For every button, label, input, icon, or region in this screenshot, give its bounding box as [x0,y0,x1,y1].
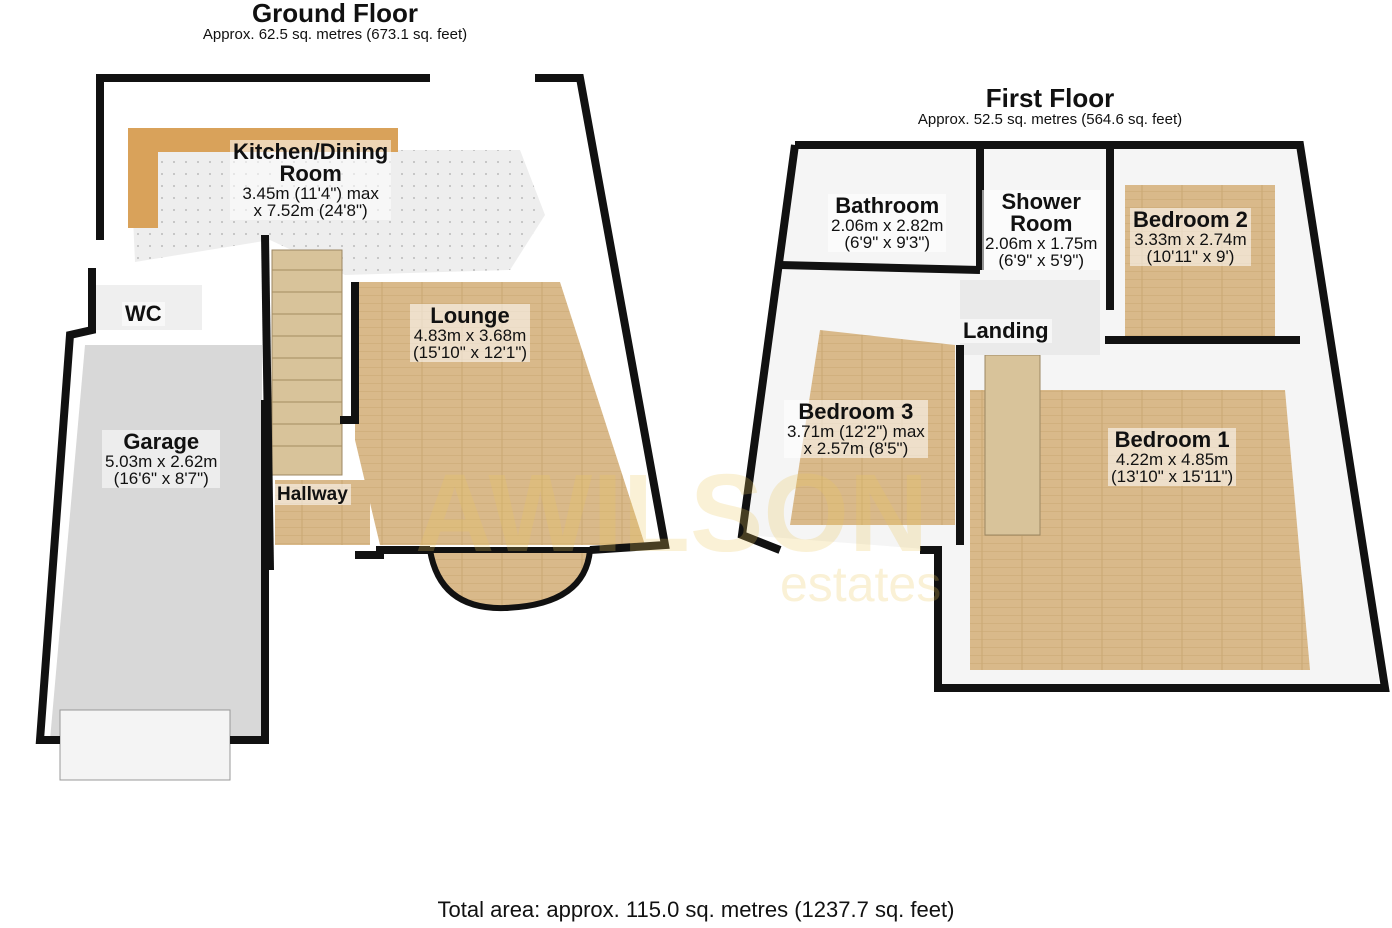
room-label-hallway: Hallway [274,484,351,505]
garage-door [59,709,231,781]
ground-floor-area: Approx. 62.5 sq. metres (673.1 sq. feet) [202,26,468,44]
staircase [271,249,343,476]
first-floor-title: First Floor [985,83,1115,113]
room-label-wc: WC [122,302,165,326]
watermark-sub: estates [780,556,942,612]
first-floor-area: Approx. 52.5 sq. metres (564.6 sq. feet) [917,111,1183,129]
garage-floor [50,345,262,740]
room-label-garage: Garage 5.03m x 2.62m (16'6" x 8'7") [102,430,221,488]
ground-floor-title: Ground Floor [251,0,419,28]
room-label-lounge: Lounge 4.83m x 3.68m (15'10" x 12'1") [410,304,531,362]
room-label-bedroom-1: Bedroom 1 4.22m x 4.85m (13'10" x 15'11"… [1108,428,1237,486]
room-label-kitchen: Kitchen/Dining Room 3.45m (11'4") max x … [230,140,392,220]
room-label-bedroom-3: Bedroom 3 3.71m (12'2") max x 2.57m (8'5… [784,400,928,458]
ground-floor-heading: Ground Floor Approx. 62.5 sq. metres (67… [150,0,520,43]
room-label-shower-room: Shower Room 2.06m x 1.75m (6'9" x 5'9") [982,190,1101,270]
room-label-bedroom-2: Bedroom 2 3.33m x 2.74m (10'11" x 9') [1130,208,1251,266]
total-area: Total area: approx. 115.0 sq. metres (12… [437,897,955,922]
landing-stairs [984,354,1041,536]
ground-floor-walls [35,74,670,744]
first-floor-heading: First Floor Approx. 52.5 sq. metres (564… [870,83,1230,129]
lounge-bay-window [426,547,594,612]
room-label-bathroom: Bathroom 2.06m x 2.82m (6'9" x 9'3") [828,194,947,252]
room-label-landing: Landing [960,319,1052,343]
first-floor-walls [737,141,1390,692]
watermark-brand: AWILSON [415,452,929,575]
